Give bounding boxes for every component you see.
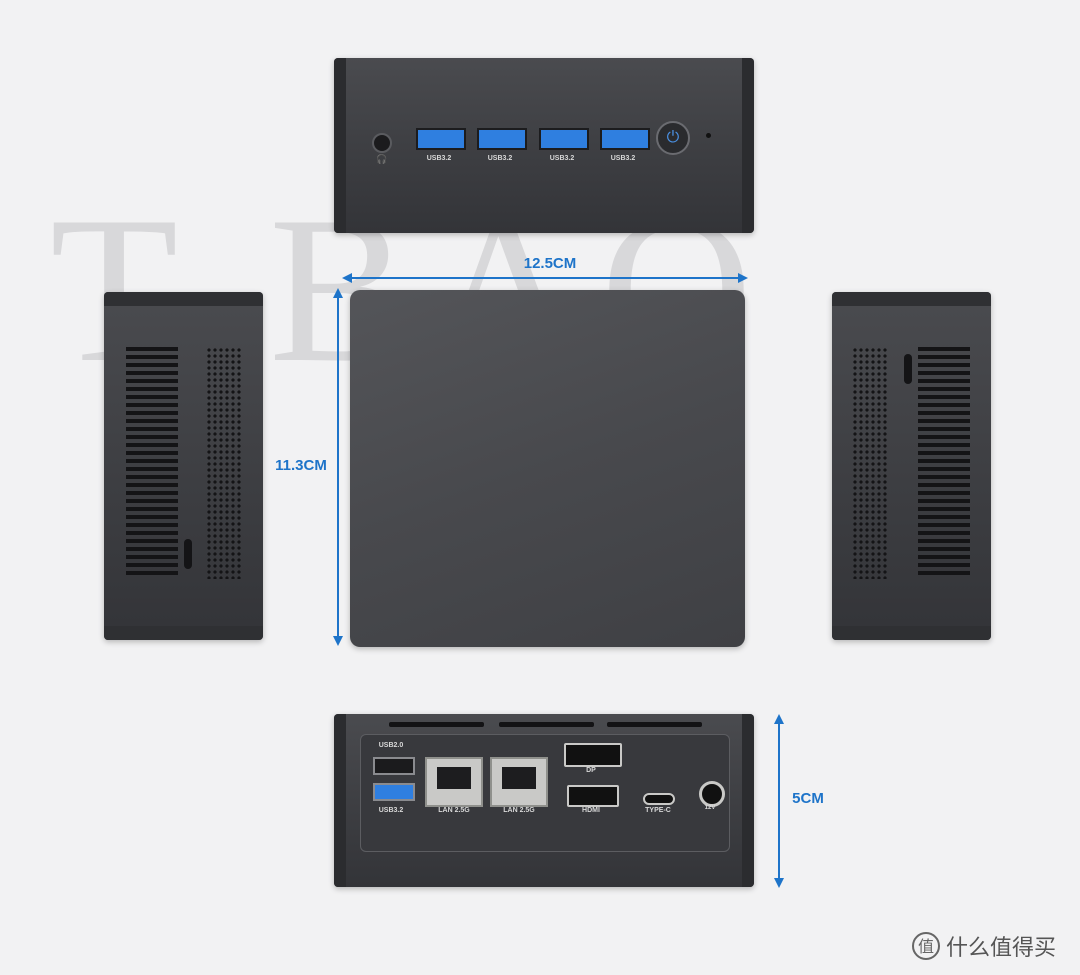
top-view xyxy=(350,290,745,647)
height-label: 5CM xyxy=(792,790,824,807)
front-port-label: USB3.2 xyxy=(487,155,513,162)
vent-mesh xyxy=(206,347,242,579)
hdmi-label: HDMI xyxy=(582,807,600,814)
dc-label: 12V xyxy=(704,805,716,811)
front-port-label: USB3.2 xyxy=(549,155,575,162)
usb-port-icon xyxy=(539,128,589,150)
height-arrow xyxy=(774,714,784,888)
vent-slots xyxy=(918,347,970,579)
right-side-view xyxy=(832,292,991,640)
lan1-label: LAN 2.5G xyxy=(438,807,470,814)
front-port-label: USB3.2 xyxy=(426,155,452,162)
audio-jack-icon xyxy=(372,133,392,153)
depth-arrow xyxy=(333,288,343,646)
hdmi-port-icon xyxy=(567,785,619,807)
vent-slots xyxy=(126,347,178,579)
lan2-label: LAN 2.5G xyxy=(503,807,535,814)
dc-jack-icon xyxy=(699,781,725,807)
vent-mesh xyxy=(852,347,888,579)
rear-view: USB2.0 USB3.2 LAN 2.5G LAN 2.5G DP HDMI … xyxy=(334,714,754,887)
usb20-label: USB2.0 xyxy=(378,742,404,749)
depth-label: 11.3CM xyxy=(275,457,327,474)
site-logo-icon: 值 xyxy=(912,932,940,960)
lan-port-icon xyxy=(490,757,548,807)
front-port-label: USB3.2 xyxy=(610,155,636,162)
typec-port-icon xyxy=(643,793,675,805)
lan-port-icon xyxy=(425,757,483,807)
power-button-icon: ⏻ xyxy=(656,121,690,155)
dp-port-icon xyxy=(564,743,622,767)
site-name: 什么值得买 xyxy=(946,936,1057,961)
io-panel: USB2.0 USB3.2 LAN 2.5G LAN 2.5G DP HDMI … xyxy=(360,734,730,852)
usb32-port-icon xyxy=(373,783,415,801)
typec-label: TYPE-C xyxy=(645,807,671,814)
usb32-label: USB3.2 xyxy=(378,807,404,814)
usb-port-icon xyxy=(600,128,650,150)
left-side-view xyxy=(104,292,263,640)
usb-port-icon xyxy=(416,128,466,150)
usb20-port-icon xyxy=(373,757,415,775)
width-label: 12.5CM xyxy=(523,255,577,272)
front-view: 🎧 USB3.2 USB3.2 USB3.2 USB3.2 ⏻ xyxy=(334,58,754,233)
width-arrow xyxy=(342,273,748,283)
reset-hole-icon xyxy=(706,133,711,138)
dp-label: DP xyxy=(586,767,596,774)
headphone-icon: 🎧 xyxy=(376,154,388,164)
usb-port-icon xyxy=(477,128,527,150)
